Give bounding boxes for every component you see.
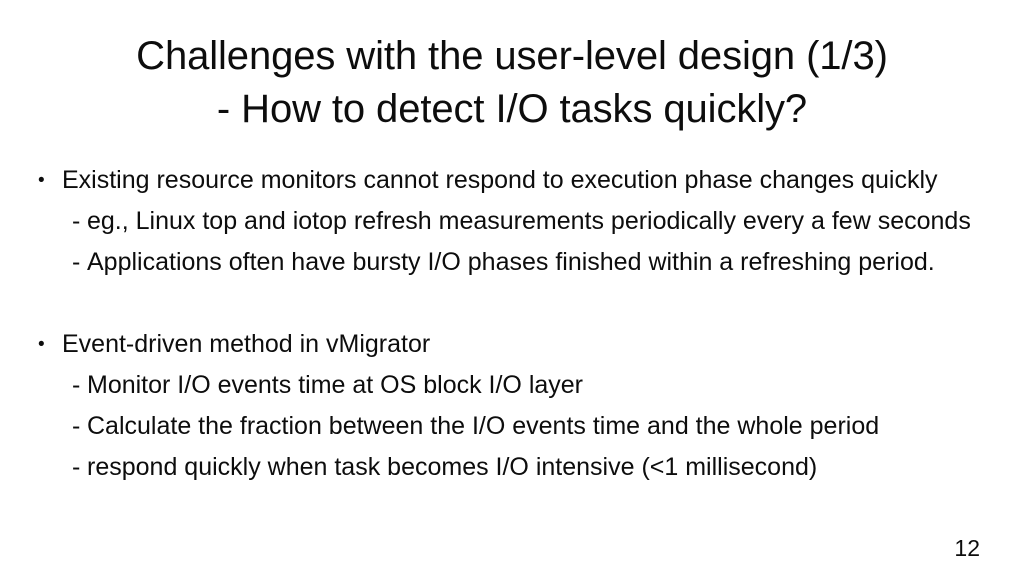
dash-icon: - — [72, 371, 81, 399]
slide-body: • Existing resource monitors cannot resp… — [38, 160, 998, 488]
sub-item: - Applications often have bursty I/O pha… — [38, 242, 998, 283]
sub-item-text: respond quickly when task becomes I/O in… — [87, 453, 818, 481]
sub-item: - Monitor I/O events time at OS block I/… — [38, 365, 998, 406]
dash-icon: - — [72, 248, 81, 276]
dash-icon: - — [72, 412, 81, 440]
sub-item: - Calculate the fraction between the I/O… — [38, 406, 998, 447]
block-spacer — [38, 283, 998, 324]
bullet-item: • Event-driven method in vMigrator — [38, 324, 998, 365]
sub-item-text: Monitor I/O events time at OS block I/O … — [87, 371, 584, 399]
bullet-item-text: Event-driven method in vMigrator — [62, 330, 431, 358]
sub-item-text: eg., Linux top and iotop refresh measure… — [87, 207, 971, 235]
page-title-line-2: - How to detect I/O tasks quickly? — [216, 87, 808, 131]
page-title: Challenges with the user-level design (1… — [0, 30, 1024, 136]
sub-item-text: Calculate the fraction between the I/O e… — [87, 412, 880, 440]
bullet-icon: • — [38, 170, 45, 191]
dash-icon: - — [72, 453, 81, 481]
page-title-line-1: Challenges with the user-level design (1… — [136, 34, 888, 78]
sub-item-text: Applications often have bursty I/O phase… — [87, 248, 935, 276]
sub-item: - respond quickly when task becomes I/O … — [38, 447, 998, 488]
bullet-icon: • — [38, 334, 45, 355]
page-number: 12 — [954, 535, 980, 561]
dash-icon: - — [72, 207, 81, 235]
bullet-item-text: Existing resource monitors cannot respon… — [62, 166, 938, 194]
sub-item: - eg., Linux top and iotop refresh measu… — [38, 201, 998, 242]
bullet-item: • Existing resource monitors cannot resp… — [38, 160, 998, 201]
